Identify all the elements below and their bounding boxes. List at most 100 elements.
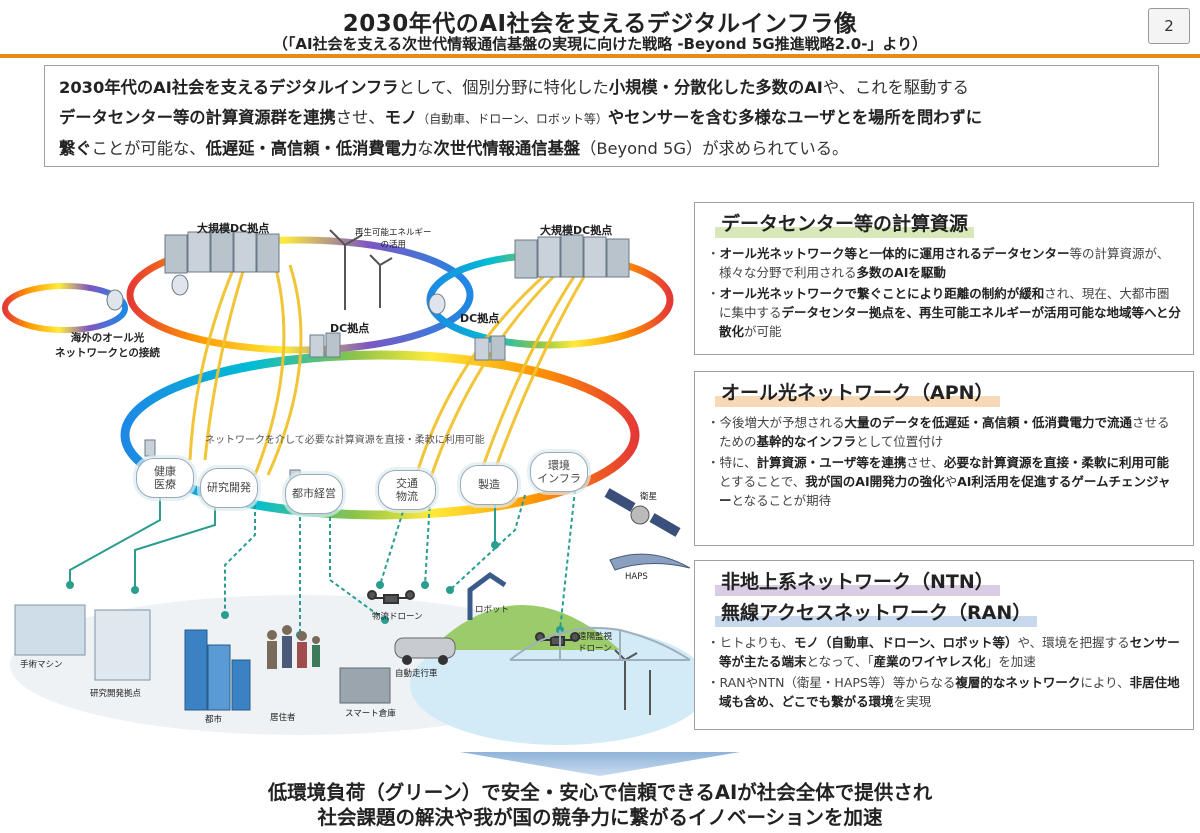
bubble-healthcare: 健康 医療 bbox=[136, 458, 194, 498]
robot-arm bbox=[467, 571, 507, 620]
summary-strong: 低遅延・高信頼・低消費電力 bbox=[205, 139, 418, 158]
plain-text: ヒトよりも、 bbox=[719, 635, 794, 650]
strong-text: 産業のワイヤレス化 bbox=[873, 654, 986, 669]
plain-text: され、現在、大都市圏に集中する bbox=[719, 286, 1170, 320]
overseas-ring bbox=[2, 283, 128, 333]
plain-text: として位置付け bbox=[856, 434, 944, 449]
inspection-drone-label: 遠隔監視 ドローン bbox=[578, 632, 613, 654]
smart-warehouse-label: スマート倉庫 bbox=[345, 709, 396, 719]
summary-box: 2030年代のAI社会を支えるデジタルインフラとして、個別分野に特化した小規模・… bbox=[44, 65, 1159, 167]
strong-text: オール光ネットワークで繋ぐことにより距離の制約が緩和 bbox=[719, 286, 1045, 301]
overseas-label: 海外のオール光 ネットワークとの接続 bbox=[55, 332, 160, 359]
residents-label: 居住者 bbox=[270, 713, 296, 723]
bubble-environment: 環境 インフラ bbox=[530, 452, 588, 492]
strong-text: 計算資源・ユーザ等を連携 bbox=[756, 455, 907, 470]
data-links bbox=[188, 264, 587, 481]
panel-datacenter: データセンター等の計算資源 ・オール光ネットワーク等と一体的に運用されるデータセ… bbox=[694, 202, 1194, 355]
big-ring bbox=[120, 350, 640, 520]
panel-datacenter-title: データセンター等の計算資源 bbox=[715, 209, 975, 238]
panel-ntn-title: 非地上系ネットワーク（NTN） bbox=[715, 567, 1000, 596]
panel-ran-title: 無線アクセスネットワーク（RAN） bbox=[715, 598, 1038, 627]
plain-text: となることが期待 bbox=[731, 493, 832, 508]
summary-strong: データセンター等の計算資源群を連携 bbox=[59, 108, 336, 127]
strong-text: 大量のデータを低遅延・高信頼・低消費電力で流通 bbox=[844, 415, 1133, 430]
slide-subtitle: （「AI社会を支える次世代情報通信基盤の実現に向けた戦略 -Beyond 5G推… bbox=[272, 35, 928, 53]
autonomous-car-label: 自動走行車 bbox=[395, 669, 438, 679]
satellite-shape bbox=[604, 488, 681, 537]
slide-title: 2030年代のAI社会を支えるデジタルインフラ像 bbox=[342, 11, 858, 37]
summary-text: として、個別分野に特化した bbox=[398, 78, 609, 97]
city-label: 都市 bbox=[205, 715, 223, 725]
panel-datacenter-item: ・オール光ネットワークで繋ぐことにより距離の制約が緩和され、現在、大都市圏に集中… bbox=[707, 286, 1181, 339]
slide-header: 2030年代のAI社会を支えるデジタルインフラ像 （「AI社会を支える次世代情報… bbox=[0, 0, 1200, 58]
router-nodes bbox=[106, 274, 446, 315]
strong-text: オール光ネットワーク等と一体的に運用されるデータセンター bbox=[719, 246, 1070, 261]
plain-text: や bbox=[944, 474, 958, 489]
dc-left-label: DC拠点 bbox=[330, 322, 370, 335]
haps-shape bbox=[609, 553, 691, 571]
plain-text: 」を加速 bbox=[985, 654, 1036, 669]
strong-text: 基幹的なインフラ bbox=[756, 434, 857, 449]
dc-right-label: DC拠点 bbox=[460, 312, 500, 325]
large-dc-left-servers bbox=[164, 229, 280, 274]
satellite-label: 衛星 bbox=[640, 492, 658, 502]
down-arrow-icon bbox=[460, 752, 740, 776]
strong-text: 非居住地域も含め、どこでも繋がる環境 bbox=[719, 675, 1180, 709]
strong-text: データセンター拠点を、再生可能エネルギーが活用可能な地域等へと分散化 bbox=[719, 305, 1181, 339]
plain-text: や、環境を把握する bbox=[1017, 635, 1130, 650]
footer-line-2: 社会課題の解決や我が国の競争力に繋がるイノベーションを加速 bbox=[317, 806, 883, 829]
strong-text: 必要な計算資源を直接・柔軟に利用可能 bbox=[943, 455, 1169, 470]
summary-text: ことが可能な、 bbox=[91, 139, 206, 158]
bubble-city-management: 都市経営 bbox=[285, 474, 343, 514]
rnd-base-label: 研究開発拠点 bbox=[90, 689, 142, 699]
plain-text: させ、 bbox=[906, 455, 944, 470]
ring-caption: ネットワークを介して必要な計算資源を直接・柔軟に利用可能 bbox=[205, 435, 485, 446]
plain-text: とすることで、 bbox=[719, 474, 806, 489]
renewable-label: 再生可能エネルギー の活用 bbox=[355, 228, 432, 250]
summary-strong: やセンサーを含む多様なユーザとを場所を問わずに bbox=[607, 108, 983, 127]
strong-text: センサー等が主たる端末 bbox=[719, 635, 1180, 669]
plain-text: 等の計算資源が、様々な分野で利用される bbox=[719, 246, 1170, 280]
ground-water bbox=[410, 625, 700, 745]
large-dc-right-label: 大規模DC拠点 bbox=[540, 224, 613, 237]
summary-strong: 2030年代のAI社会を支えるデジタルインフラ bbox=[59, 78, 399, 97]
panel-apn-title: オール光ネットワーク（APN） bbox=[715, 378, 1000, 407]
panel-ntn-item: ・ヒトよりも、モノ（自動車、ドローン、ロボット等）や、環境を把握するセンサー等が… bbox=[707, 635, 1180, 669]
diagram-illustration bbox=[2, 229, 700, 745]
summary-text: な bbox=[417, 139, 434, 158]
panel-apn-list: ・今後増大が予想される大量のデータを低遅延・高信頼・低消費電力で流通させるための… bbox=[707, 413, 1181, 510]
autonomous-car-shape bbox=[394, 637, 456, 665]
robot-label: ロボット bbox=[475, 605, 510, 615]
summary-strong: 小規模・分散化した多数のAI bbox=[608, 78, 823, 97]
bubble-logistics: 交通 物流 bbox=[378, 470, 436, 510]
footer-line-1: 低環境負荷（グリーン）で安全・安心で信頼できるAIが社会全体で提供され bbox=[267, 781, 933, 804]
large-dc-right-servers bbox=[514, 234, 630, 279]
strong-text: 我が国のAI開発力の強化 bbox=[805, 474, 945, 489]
large-dc-left-label: 大規模DC拠点 bbox=[197, 222, 270, 235]
bridge bbox=[509, 627, 691, 661]
access-links bbox=[69, 489, 576, 635]
wind-turbines bbox=[329, 229, 651, 715]
city-buildings bbox=[14, 604, 391, 711]
summary-text: （Beyond 5G）が求められている。 bbox=[580, 139, 849, 158]
plain-text: 今後増大が予想される bbox=[719, 415, 845, 430]
plain-text: 特に、 bbox=[719, 455, 757, 470]
plain-text: により、 bbox=[1080, 675, 1130, 690]
header-rule bbox=[0, 54, 1200, 58]
summary-strong: モノ bbox=[384, 108, 418, 127]
bubble-rnd: 研究開発 bbox=[200, 468, 258, 508]
panel-datacenter-list: ・オール光ネットワーク等と一体的に運用されるデータセンター等の計算資源が、様々な… bbox=[707, 244, 1181, 341]
strong-text: モノ（自動車、ドローン、ロボット等） bbox=[793, 635, 1018, 650]
panel-ntn-list: ・ヒトよりも、モノ（自動車、ドローン、ロボット等）や、環境を把握するセンサー等が… bbox=[707, 633, 1181, 711]
strong-text: AI利活用を促進するゲームチェンジャー bbox=[719, 474, 1171, 508]
residents-figures bbox=[267, 625, 320, 669]
summary-strong: 繋ぐ bbox=[59, 139, 92, 158]
plain-text: RANやNTN（衛星・HAPS等）等からなる bbox=[719, 675, 956, 690]
strong-text: 複層的なネットワーク bbox=[955, 675, 1081, 690]
panel-apn-item: ・特に、計算資源・ユーザ等を連携させ、必要な計算資源を直接・柔軟に利用可能とする… bbox=[707, 455, 1171, 508]
summary-small: （自動車、ドローン、ロボット等） bbox=[417, 112, 608, 126]
haps-label: HAPS bbox=[625, 572, 648, 582]
footer-conclusion: 低環境負荷（グリーン）で安全・安心で信頼できるAIが社会全体で提供され 社会課題… bbox=[0, 780, 1200, 830]
strong-text: 多数のAIを駆動 bbox=[856, 265, 946, 280]
summary-strong: 次世代情報通信基盤 bbox=[433, 139, 581, 158]
